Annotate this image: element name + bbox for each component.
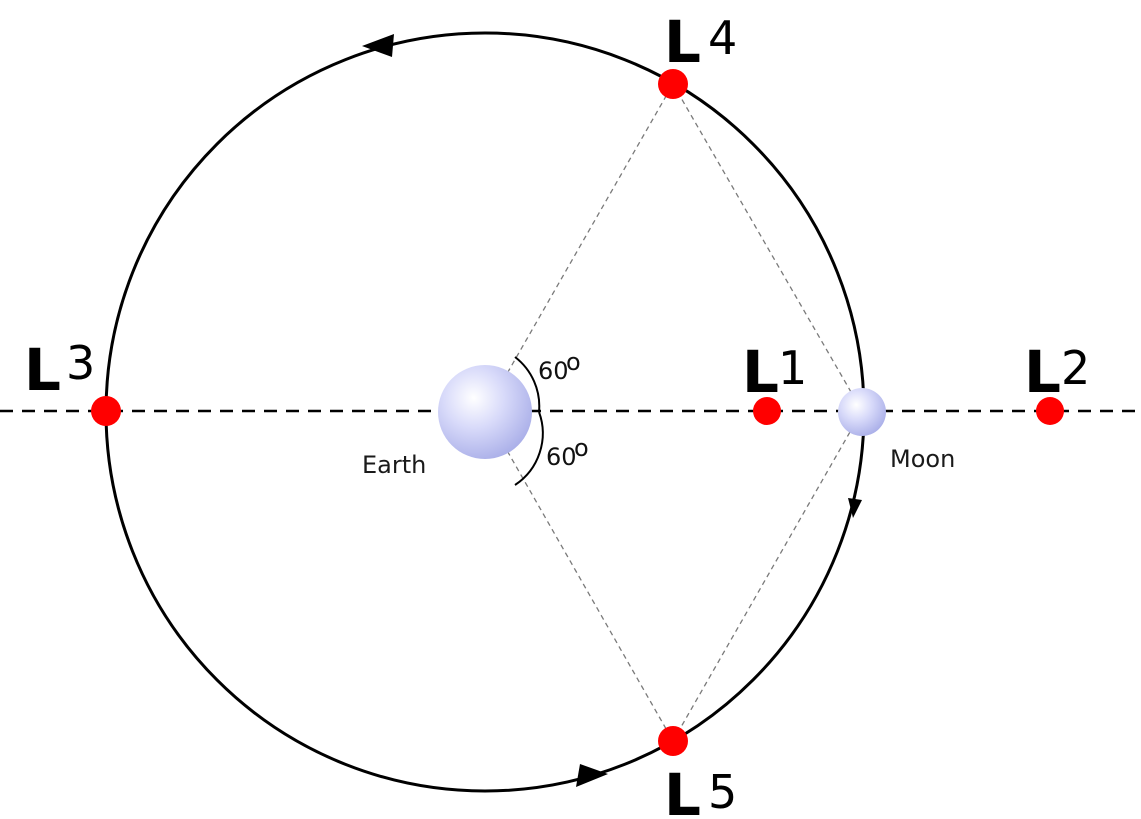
guide-lines [484,83,863,742]
earth-sphere [438,365,532,459]
angle-lower-value: 60 [546,443,577,471]
l3-number: 3 [66,336,95,390]
l5-number: 5 [708,765,737,819]
l4-point [658,69,688,99]
l2-label: L 2 [1024,338,1090,406]
angle-label-lower: 60 o [546,434,589,471]
guide-earth-l5 [484,411,674,742]
l3-label: L 3 [24,336,95,404]
l2-letter: L [1024,338,1061,406]
l4-letter: L [664,8,701,76]
l1-letter: L [742,338,779,406]
l5-letter: L [664,761,701,819]
l4-label: L 4 [664,8,737,76]
l1-number: 1 [778,341,807,395]
moon-label: Moon [890,445,955,473]
moon-sphere [838,388,886,436]
angle-lower-unit: o [574,434,589,462]
l1-point [753,397,781,425]
l1-label: L 1 [742,338,807,406]
l2-number: 2 [1061,341,1090,395]
l3-letter: L [24,336,61,404]
l4-number: 4 [708,11,737,65]
angle-arc-upper [514,356,541,413]
angle-arc-lower [514,411,544,486]
orbit-arrow-top-icon [362,34,394,57]
orbit-arrow-right-icon [848,498,862,518]
angle-upper-unit: o [566,348,581,376]
l2-point [1036,397,1064,425]
angle-label-upper: 60 o [538,348,581,385]
angle-upper-value: 60 [538,357,569,385]
orbit-arrow-bottom-icon [576,764,608,787]
l5-label: L 5 [664,761,737,819]
l3-point [91,396,121,426]
guide-l5-moon [672,410,863,742]
earth-label: Earth [362,451,426,479]
l5-point [658,726,688,756]
